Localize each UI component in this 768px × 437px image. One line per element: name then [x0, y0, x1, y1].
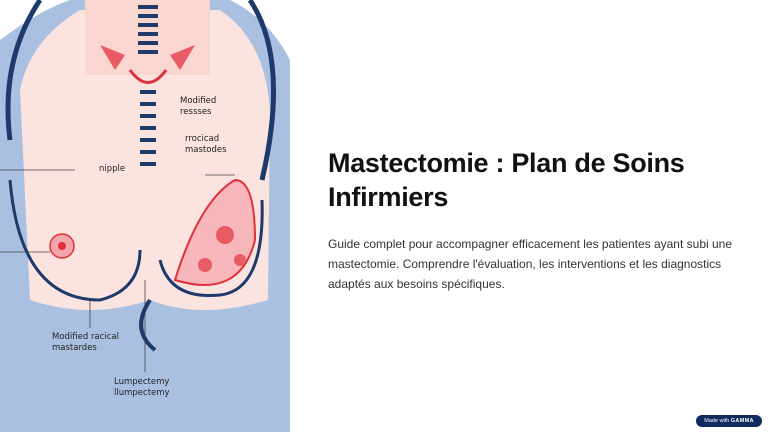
badge-prefix: Made with [704, 418, 730, 424]
label-nipple: nipple [99, 164, 126, 174]
label-rrocicad-mastodes: rrocicad mastodes [185, 134, 227, 155]
label-modified-racical: Modified racical mastardes [52, 332, 119, 353]
label-modified-ressses: Modified ressses [180, 96, 217, 117]
anatomy-diagram [0, 0, 290, 432]
page-title: Mastectomie : Plan de Soins Infirmiers [328, 148, 685, 212]
made-with-gamma-badge[interactable]: Made with GAMMA [696, 415, 762, 427]
mastectomy-illustration: Modified ressses rrocicad mastodes nippl… [0, 0, 290, 432]
label-lumpectemy: Lumpectemy llumpectemy [114, 377, 170, 398]
badge-brand: GAMMA [730, 418, 754, 424]
description: Guide complet pour accompagner efficacem… [328, 237, 733, 291]
